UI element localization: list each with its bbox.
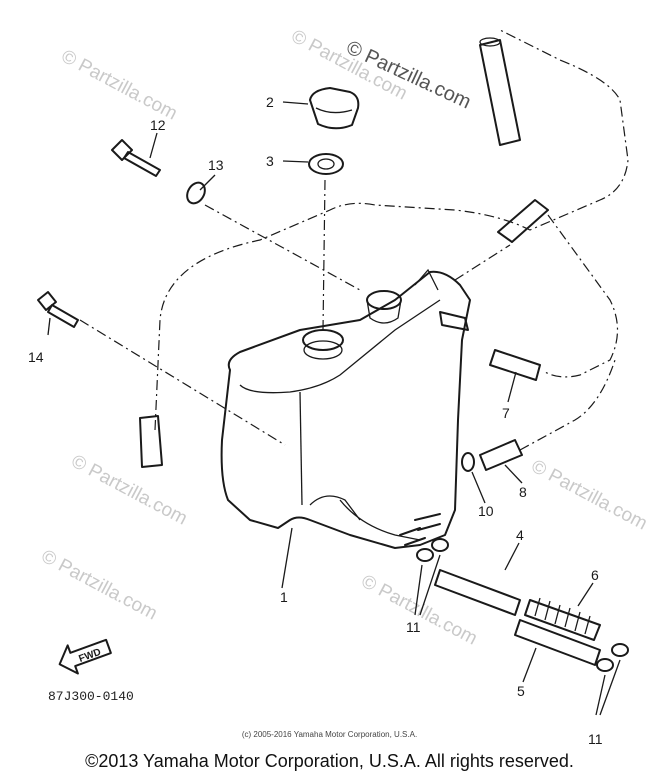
callout-4: 4 (516, 527, 524, 543)
leader-hose-top (454, 244, 511, 281)
callout-3: 3 (266, 153, 274, 169)
callout-11-b: 11 (588, 731, 603, 747)
hose-4 (434, 569, 521, 616)
watermark-faint: © Partzilla.com (528, 456, 651, 535)
vent-hose-top (479, 37, 521, 146)
callout-10: 10 (478, 503, 494, 519)
tank-cap (309, 87, 360, 130)
clip-11-group-b (596, 643, 629, 672)
bolt-14 (37, 291, 79, 328)
hose-route-lower (519, 359, 616, 451)
hose-route-right (544, 214, 619, 378)
leader-14 (79, 319, 286, 446)
callout-6: 6 (591, 567, 599, 583)
drawing-number: 87J300-0140 (48, 689, 134, 704)
callout-1: 1 (280, 589, 288, 605)
callout-14: 14 (28, 349, 44, 365)
callout-13: 13 (208, 157, 224, 173)
watermark-faint: © Partzilla.com (68, 451, 191, 530)
tank-filler-neck (302, 329, 344, 351)
fwd-arrow-icon: FWD (58, 638, 112, 675)
watermark-faint: © Partzilla.com (58, 46, 181, 125)
callout-numbers: 2 3 12 13 14 1 7 8 10 4 6 5 11 11 (28, 94, 603, 747)
callout-11-a: 11 (406, 619, 421, 635)
leader-lines (47, 101, 621, 716)
hose-route-outline (154, 29, 629, 431)
leader-3 (322, 179, 326, 331)
copyright-footer: ©2013 Yamaha Motor Corporation, U.S.A. A… (85, 751, 574, 771)
watermark-layer: © Partzilla.com © Partzilla.com © Partzi… (38, 26, 651, 650)
watermark-faint: © Partzilla.com (38, 546, 161, 625)
callout-7: 7 (502, 405, 510, 421)
callout-5: 5 (517, 683, 525, 699)
callout-12: 12 (150, 117, 166, 133)
washer-13 (186, 181, 206, 205)
hose-6-spring (524, 597, 601, 641)
hose-8 (479, 439, 523, 471)
hose-5 (514, 619, 601, 666)
hose-piece-a (497, 199, 549, 243)
clip-11-group-a (416, 538, 449, 562)
bolt-12 (111, 139, 161, 177)
cap-gasket (308, 153, 344, 175)
callout-2: 2 (266, 94, 274, 110)
clip-10 (461, 452, 475, 472)
leader-13 (204, 204, 361, 291)
hose-7 (489, 349, 541, 381)
oil-tank (220, 268, 471, 549)
copyright-small: (c) 2005-2016 Yamaha Motor Corporation, … (241, 730, 418, 739)
callout-8: 8 (519, 484, 527, 500)
hose-piece-left (139, 415, 163, 468)
